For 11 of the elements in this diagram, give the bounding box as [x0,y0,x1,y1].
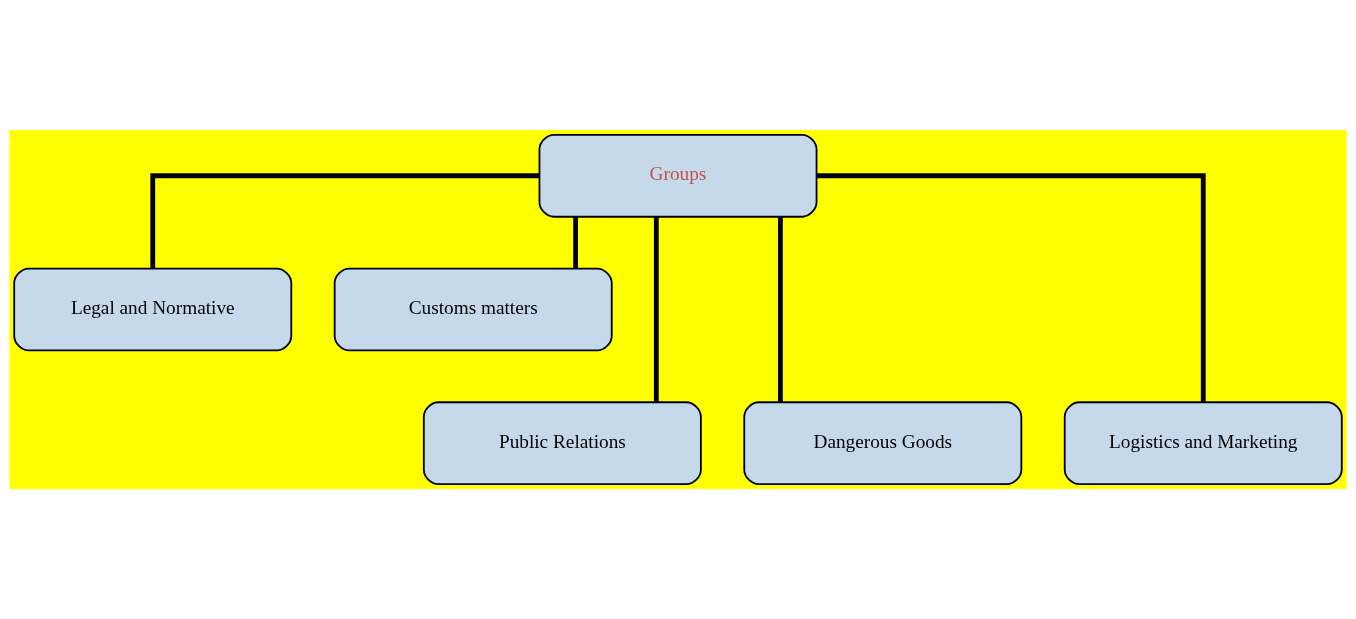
node-box: Dangerous Goods [743,401,1023,486]
node-box: Customs matters [333,267,613,352]
connector [653,217,659,402]
node-box: Legal and Normative [13,267,293,352]
connector [816,173,1206,402]
connector [573,217,578,269]
connector [150,173,540,269]
node-box: Public Relations [422,401,702,486]
node-box: Logistics and Marketing [1063,401,1343,486]
node-box: Groups [538,133,818,218]
connector [778,217,783,402]
